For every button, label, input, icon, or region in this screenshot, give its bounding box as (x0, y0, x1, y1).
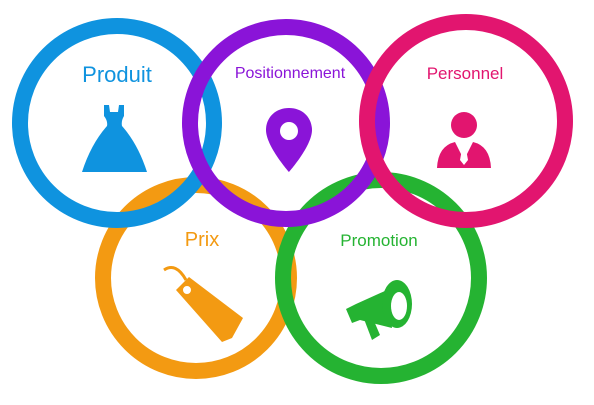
megaphone-icon (346, 280, 412, 340)
label-produit: Produit (82, 62, 152, 87)
label-positionnement: Positionnement (235, 65, 346, 82)
label-promotion: Promotion (340, 231, 417, 250)
ring-personnel (359, 14, 573, 228)
price-tag-icon (163, 266, 243, 342)
label-personnel: Personnel (427, 64, 504, 83)
person-with-tie-icon (437, 112, 491, 168)
ring-positionnement (182, 19, 390, 227)
ring-produit (12, 18, 222, 228)
dress-icon (82, 105, 147, 172)
map-pin-icon (266, 108, 312, 172)
label-prix: Prix (185, 229, 219, 251)
